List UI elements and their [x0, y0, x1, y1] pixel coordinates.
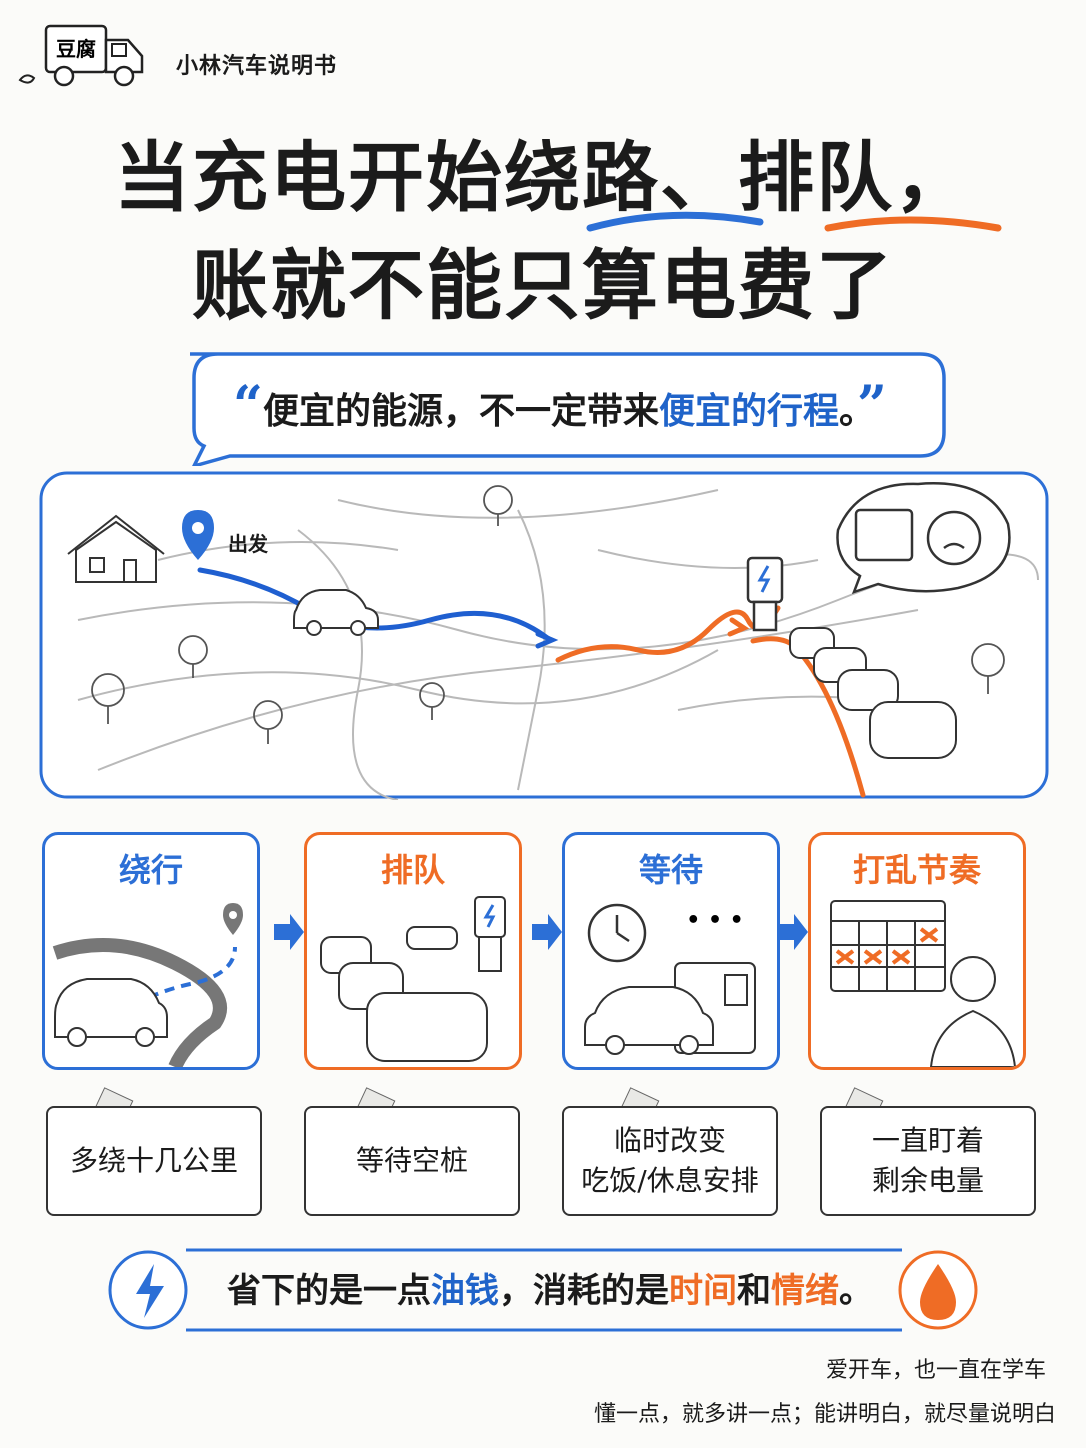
brand-name: 小林汽车说明书	[176, 54, 338, 79]
route-map-illustration	[39, 471, 1049, 800]
step-card-disrupt: 打乱节奏	[808, 832, 1026, 1070]
page-title-line1: 当充电开始绕路、排队，	[114, 133, 972, 222]
disrupted-schedule-illustration	[830, 900, 1017, 1067]
charging-station-icon	[474, 896, 506, 972]
calendar-icon	[854, 508, 914, 562]
lightning-icon	[108, 1250, 188, 1330]
stressed-person-icon	[929, 956, 1017, 1067]
arrow-right-icon	[778, 914, 808, 950]
arrow-right-icon	[274, 914, 304, 950]
queue-cars-icon	[320, 926, 488, 1062]
summary-text: 省下的是一点油钱，消耗的是时间和情绪。	[227, 1271, 873, 1311]
waiting-dots: • • •	[686, 908, 744, 933]
winding-road-illustration	[52, 903, 243, 1067]
note-queue: 等待空桩	[304, 1106, 520, 1216]
footer-line2: 懂一点，就多讲一点；能讲明白，就尽量说明白	[593, 1402, 1056, 1427]
car-icon	[54, 978, 168, 1047]
note-wait: 临时改变吃饭/休息安排	[562, 1106, 778, 1216]
step-card-detour: 绕行	[42, 832, 260, 1070]
tree-icon	[91, 485, 1005, 744]
step-title: 排队	[380, 851, 445, 889]
calendar-icon	[830, 900, 946, 992]
start-label: 出发	[228, 532, 268, 556]
step-card-wait: 等待 • • •	[562, 832, 780, 1070]
arrow-right-icon	[532, 914, 562, 950]
clock-icon	[587, 903, 647, 963]
truck-logo-icon: 豆腐	[18, 24, 144, 87]
step-card-queue: 排队	[304, 832, 522, 1070]
queue-cars-icon	[789, 627, 957, 759]
car-icon	[293, 589, 379, 636]
thought-bubble	[836, 482, 1011, 595]
quote-text: “便宜的能源，不一定带来便宜的行程。”	[233, 375, 887, 436]
start-pin-icon	[182, 510, 214, 560]
step-title: 绕行	[118, 851, 183, 889]
footer-line1: 爱开车，也一直在学车	[825, 1358, 1046, 1383]
step-title: 等待	[638, 851, 703, 889]
logo-text: 豆腐	[56, 37, 96, 61]
step-title: 打乱节奏	[852, 851, 981, 889]
sad-face-icon	[926, 510, 982, 566]
waiting-illustration: • • •	[584, 903, 756, 1055]
charging-station-icon	[746, 556, 784, 632]
note-disrupt: 一直盯着剩余电量	[820, 1106, 1036, 1216]
house-icon	[67, 514, 165, 583]
oil-drop-icon	[898, 1250, 978, 1330]
car-icon	[584, 986, 714, 1055]
destination-pin-icon	[223, 903, 243, 935]
summary-banner	[108, 1248, 978, 1332]
speech-bubble	[190, 352, 946, 466]
note-detour: 多绕十几公里	[46, 1106, 262, 1216]
open-quote-mark: “	[233, 375, 263, 436]
page-title-line2: 账就不能只算电费了	[192, 241, 894, 330]
cross-marks	[835, 927, 939, 965]
close-quote-mark: ”	[857, 375, 887, 436]
queue-illustration	[320, 896, 506, 1062]
